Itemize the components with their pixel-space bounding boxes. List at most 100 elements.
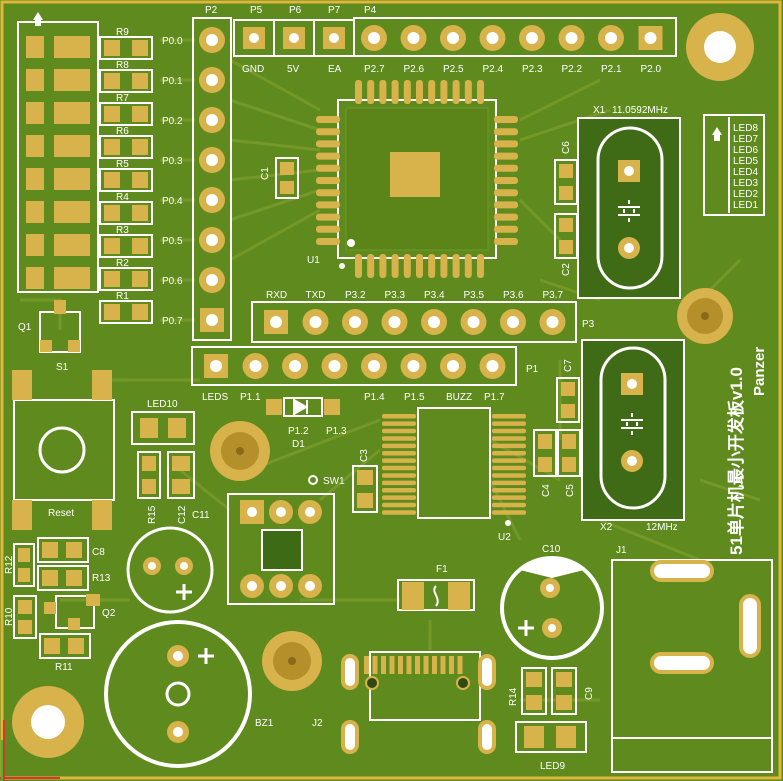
u2-pin <box>382 414 416 419</box>
r10-pad-b <box>18 620 32 634</box>
header-p1-outline <box>191 346 517 386</box>
p3-pin-hole <box>507 316 519 328</box>
j2-hole-right <box>456 676 470 690</box>
resistor-label: R7 <box>116 93 129 104</box>
u1-pin <box>316 189 340 197</box>
resistor-pad-b <box>132 304 148 320</box>
resistor-pad-b <box>132 205 148 221</box>
r13-outline <box>37 565 89 591</box>
c11-outline <box>126 526 214 614</box>
r15-outline <box>137 451 161 499</box>
j2-pin <box>406 656 412 674</box>
header-p1-label: P1 <box>526 364 539 375</box>
x2-frequency: 12MHz <box>646 522 678 533</box>
d1-outline <box>283 397 323 417</box>
u1-pin <box>316 213 340 221</box>
u1-pin <box>494 177 518 184</box>
left-array-outline <box>17 21 99 293</box>
u1-pin <box>494 140 518 148</box>
sw1-hole <box>247 581 257 591</box>
u2-pin <box>492 495 526 500</box>
p3-pin-label: P3.6 <box>503 290 524 301</box>
bz1-hole-b <box>173 727 183 737</box>
x1-hole-b <box>624 243 634 253</box>
u2-pin <box>382 421 416 426</box>
left-led-pad-b <box>54 135 72 157</box>
led-label: LED7 <box>733 134 758 145</box>
led9-pad-b <box>556 726 576 748</box>
left-led-pad-a <box>26 267 44 289</box>
bz1-hole-a <box>173 651 183 661</box>
resistor-pad-b <box>132 172 148 188</box>
u2-pin <box>382 428 416 434</box>
u1-pin <box>440 254 448 278</box>
x2-outline <box>581 339 685 521</box>
p3-pin-hole <box>388 316 401 328</box>
u1-pin <box>464 80 472 104</box>
j2-pins <box>364 656 463 674</box>
led-label: LED1 <box>733 200 758 211</box>
p1-pin-label: BUZZ <box>446 392 472 403</box>
p1-pin-hole <box>447 360 459 372</box>
u2-pin <box>492 436 526 441</box>
u1-pin <box>355 80 362 104</box>
c2-outline <box>554 213 578 259</box>
c8-pad-a <box>42 542 58 558</box>
p1-pin-hole <box>289 360 301 372</box>
sw1-marker <box>308 475 318 485</box>
c4-pad-b <box>538 457 552 472</box>
r11-outline <box>39 633 91 659</box>
p3-pin-hole <box>428 316 440 328</box>
header-p1-pads <box>204 353 506 379</box>
p3-pin-label: TXD <box>306 290 326 301</box>
sw1-hole <box>305 507 315 517</box>
sw1-hole <box>276 581 286 591</box>
p0-pin-label: P0.3 <box>162 156 183 167</box>
board-title: 51单片机最小开发板v1.0 <box>726 367 746 555</box>
reset-label: Reset <box>48 508 74 519</box>
p1-pin-hole <box>368 360 380 372</box>
resistor-outline <box>99 102 153 126</box>
u2-pin <box>492 473 526 478</box>
j2-shield-left-top <box>341 654 359 690</box>
p1-pin-label: P1.3 <box>326 426 347 437</box>
c6-pad-a <box>559 164 573 178</box>
r12-outline <box>13 543 35 587</box>
u1-pin <box>316 238 340 245</box>
p3-pin-hole <box>270 316 282 328</box>
testpoint-right-center <box>701 312 709 320</box>
resistor-pad-a <box>104 172 120 188</box>
u2-label: U2 <box>498 532 511 543</box>
p1-pin-hole <box>328 360 341 372</box>
p4-pin-label: P2.4 <box>483 64 504 75</box>
header-p4-pads <box>361 25 663 51</box>
j2-shield-right-bottom <box>478 720 496 754</box>
p3-pin-hole <box>309 316 322 328</box>
p4-pin-hole <box>565 32 578 44</box>
p0-pin-label: P0.4 <box>162 196 183 207</box>
u2-pin <box>382 436 416 441</box>
resistor-pad-a <box>104 238 120 254</box>
p2-pin-hole <box>206 114 218 126</box>
resistor-outline <box>99 300 153 324</box>
s1-button <box>38 426 86 474</box>
sw1-body <box>261 529 303 571</box>
p4-pin-label: P2.0 <box>641 64 662 75</box>
r15-pad-b <box>142 479 156 494</box>
c2-label: C2 <box>561 263 572 276</box>
j2-pin <box>415 656 420 674</box>
u2-pin <box>382 495 416 500</box>
board-author: Panzer <box>751 347 768 396</box>
u2-pin <box>492 480 526 486</box>
resistor-pad-b <box>132 238 148 254</box>
j2-pin <box>457 656 463 674</box>
u1-pin1-dot <box>347 239 355 247</box>
left-led-pad-b <box>54 267 72 289</box>
p2-pin-hole <box>206 74 218 86</box>
u1-pin <box>494 213 518 221</box>
c1-outline <box>275 157 299 199</box>
left-led-pad-a <box>26 102 44 124</box>
u2-pin <box>492 502 526 508</box>
